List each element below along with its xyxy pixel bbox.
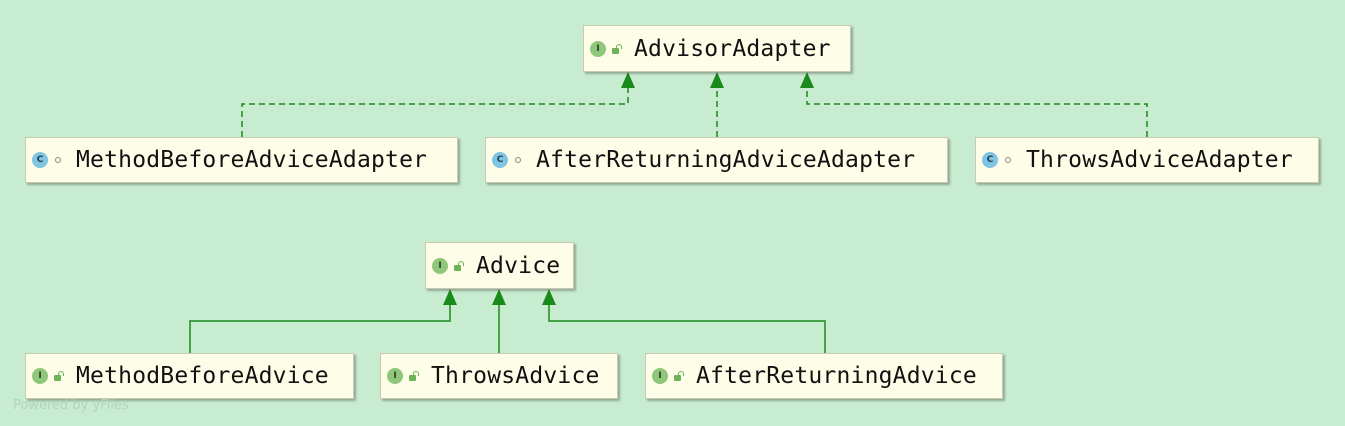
package-private-icon bbox=[512, 154, 524, 166]
arrowhead bbox=[542, 289, 556, 305]
node-method-before-advice-adapter[interactable]: C MethodBeforeAdviceAdapter bbox=[25, 137, 458, 183]
lock-icon bbox=[672, 370, 684, 382]
interface-icon: I bbox=[387, 368, 403, 384]
edge-method-before-advice-to-advice bbox=[189, 302, 451, 353]
lock-icon bbox=[52, 370, 64, 382]
arrowhead bbox=[492, 289, 506, 305]
class-name: AfterReturningAdvice bbox=[696, 363, 977, 389]
arrowhead bbox=[710, 72, 724, 88]
lock-icon bbox=[452, 260, 464, 272]
class-icon: C bbox=[32, 152, 48, 168]
class-icon: C bbox=[982, 152, 998, 168]
node-advisor-adapter[interactable]: I AdvisorAdapter bbox=[583, 25, 851, 72]
interface-icon: I bbox=[652, 368, 668, 384]
package-private-icon bbox=[1002, 154, 1014, 166]
package-private-icon bbox=[52, 154, 64, 166]
interface-icon: I bbox=[432, 257, 448, 274]
class-name: AfterReturningAdviceAdapter bbox=[536, 147, 916, 173]
interface-icon: I bbox=[590, 40, 606, 57]
class-name: MethodBeforeAdvice bbox=[76, 363, 329, 389]
watermark: Powered by yFiles bbox=[13, 398, 129, 413]
class-name: MethodBeforeAdviceAdapter bbox=[76, 147, 428, 173]
edge-throws-advice-adapter-to-advisor-adapter bbox=[806, 84, 1148, 137]
arrowhead bbox=[800, 72, 814, 88]
node-advice[interactable]: I Advice bbox=[425, 242, 574, 289]
class-name: ThrowsAdvice bbox=[431, 363, 600, 389]
edge-after-returning-advice-to-advice bbox=[548, 302, 826, 353]
arrowhead bbox=[621, 72, 635, 88]
lock-icon bbox=[407, 370, 419, 382]
interface-icon: I bbox=[32, 368, 48, 384]
node-after-returning-advice-adapter[interactable]: C AfterReturningAdviceAdapter bbox=[485, 137, 948, 183]
class-name: Advice bbox=[476, 252, 561, 279]
arrowhead bbox=[443, 289, 457, 305]
node-after-returning-advice[interactable]: I AfterReturningAdvice bbox=[645, 353, 1003, 399]
class-name: ThrowsAdviceAdapter bbox=[1026, 147, 1293, 173]
node-throws-advice-adapter[interactable]: C ThrowsAdviceAdapter bbox=[975, 137, 1319, 183]
class-icon: C bbox=[492, 152, 508, 168]
node-method-before-advice[interactable]: I MethodBeforeAdvice bbox=[25, 353, 354, 399]
lock-icon bbox=[610, 43, 622, 55]
edge-method-before-advice-adapter-to-advisor-adapter bbox=[241, 84, 629, 137]
node-throws-advice[interactable]: I ThrowsAdvice bbox=[380, 353, 618, 399]
class-name: AdvisorAdapter bbox=[634, 35, 831, 62]
